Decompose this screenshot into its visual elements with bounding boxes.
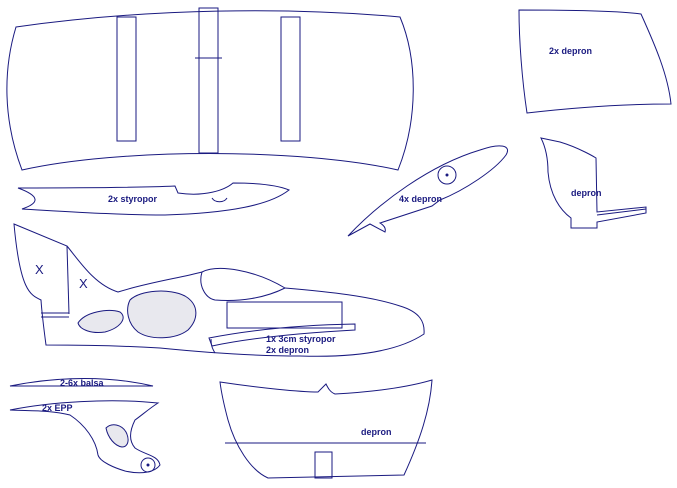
tail-plate-slot: [315, 452, 332, 478]
styropor-strip-part: 2x styropor: [18, 183, 289, 215]
fuselage-mark-1: X: [35, 262, 44, 277]
fuselage-note-line1: 1x 3cm styropor: [266, 334, 336, 344]
main-wing-outline: [7, 11, 413, 170]
balsa-strip-label: 2-6x balsa: [60, 378, 105, 388]
fuselage-cutout-large: [128, 291, 196, 338]
fuselage-cutout-small: [78, 310, 123, 332]
depron-fin-label: depron: [571, 188, 602, 198]
depron-fin-bevel: [597, 209, 646, 215]
fuselage-outline: [14, 224, 424, 356]
epp-gear-label: 2x EPP: [42, 403, 73, 413]
epp-gear-part: 2x EPP: [10, 401, 160, 473]
main-wing-rib-left: [117, 17, 136, 141]
tail-plate-part: depron: [220, 380, 432, 478]
main-wing-part: [7, 8, 413, 170]
depron-panel-top-right: 2x depron: [519, 10, 671, 113]
epp-gear-cutout: [106, 425, 128, 447]
canopy-pivot-dot: [446, 174, 448, 176]
balsa-strip-outline: [10, 379, 153, 387]
fuselage-battery-bay: [227, 302, 342, 328]
canopy-pivot-circle: [438, 166, 456, 184]
main-wing-rib-right: [281, 17, 300, 141]
depron-fin-outline: [541, 138, 646, 228]
fuselage-styropor-insert: [209, 324, 355, 346]
epp-gear-axle-dot: [147, 464, 149, 466]
balsa-strip-part: 2-6x balsa: [10, 378, 153, 388]
styropor-strip-label: 2x styropor: [108, 194, 158, 204]
styropor-strip-outline: [18, 183, 289, 215]
depron-canopy-part: 4x depron: [348, 146, 508, 236]
fuselage-mark-2: X: [79, 276, 88, 291]
depron-fin-part: depron: [541, 138, 646, 228]
depron-canopy-label: 4x depron: [399, 194, 442, 204]
epp-gear-axle-circle: [141, 458, 155, 472]
fuselage-side-part: X X 1x 3cm styropor 2x depron: [14, 224, 424, 356]
depron-panel-label: 2x depron: [549, 46, 592, 56]
fuselage-fin-divider: [67, 246, 69, 314]
fuselage-canopy-line: [201, 272, 285, 301]
epp-gear-outline: [10, 401, 160, 473]
styropor-strip-notch: [212, 198, 227, 202]
main-wing-spar-center: [199, 8, 218, 153]
tail-plate-label: depron: [361, 427, 392, 437]
depron-panel-outline: [519, 10, 671, 113]
depron-canopy-outline: [348, 146, 508, 236]
fuselage-lower-curve: [211, 339, 215, 353]
fuselage-note-line2: 2x depron: [266, 345, 309, 355]
tail-plate-outline: [220, 380, 432, 478]
